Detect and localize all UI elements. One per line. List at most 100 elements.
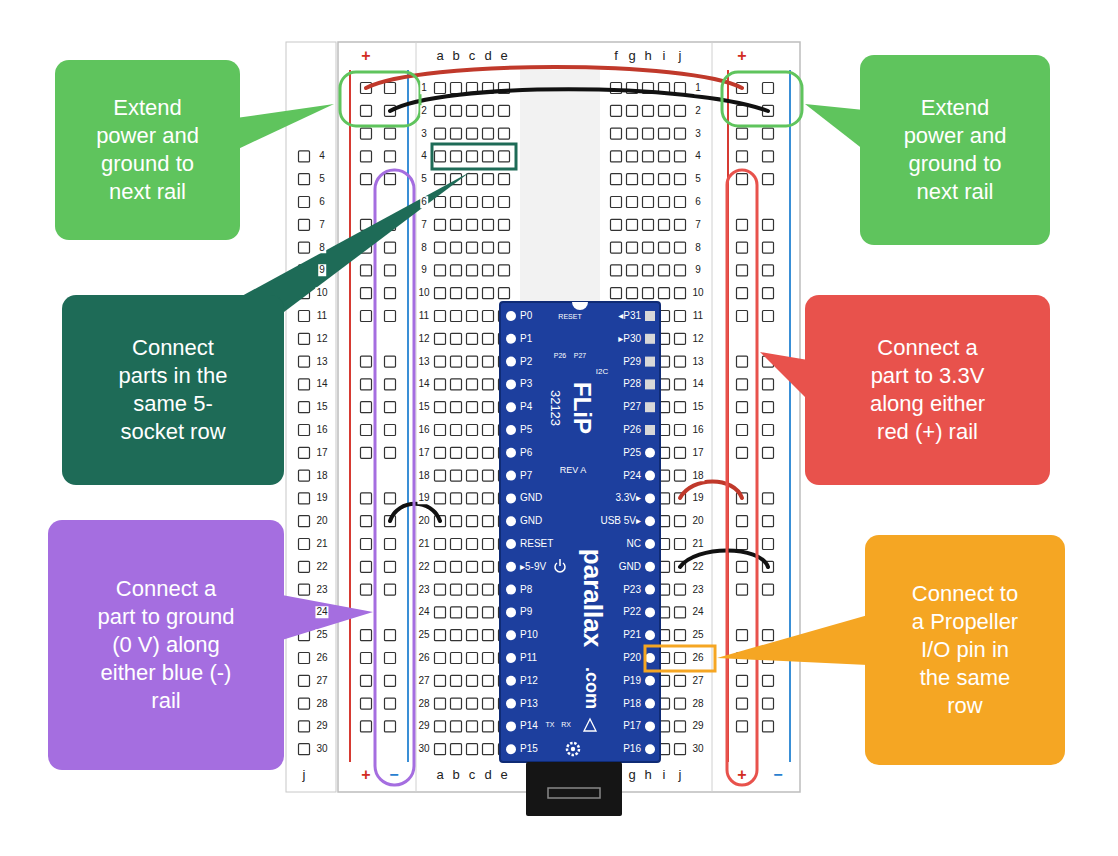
callout-pointer xyxy=(236,104,334,150)
row-number: 16 xyxy=(417,424,430,436)
socket-hole xyxy=(763,425,774,436)
column-letter: c xyxy=(468,49,477,64)
socket-hole xyxy=(299,584,310,595)
column-letter: a xyxy=(435,49,444,64)
header-pad xyxy=(645,402,655,412)
socket-hole xyxy=(763,516,774,527)
socket-hole xyxy=(763,242,774,253)
pin-label: P15 xyxy=(520,743,538,755)
callout-pointer xyxy=(805,104,864,150)
pin-pad xyxy=(506,402,516,412)
socket-hole xyxy=(385,675,396,686)
pin-label: P24 xyxy=(623,470,641,482)
socket-hole xyxy=(451,539,462,550)
rail-highlight xyxy=(722,72,802,126)
socket-hole xyxy=(659,219,670,230)
socket-hole xyxy=(435,675,446,686)
socket-hole xyxy=(435,493,446,504)
socket-hole xyxy=(467,516,478,527)
socket-hole xyxy=(627,105,638,116)
row-number: 11 xyxy=(418,310,430,322)
socket-hole xyxy=(611,128,622,139)
socket-hole xyxy=(451,607,462,618)
socket-hole xyxy=(483,584,494,595)
pin-row-highlight xyxy=(645,646,715,671)
row-number: 24 xyxy=(315,607,328,619)
socket-hole xyxy=(483,242,494,253)
pin-label: P22 xyxy=(623,607,641,619)
socket-hole xyxy=(483,721,494,732)
socket-hole xyxy=(451,516,462,527)
row-number: 23 xyxy=(691,584,704,596)
socket-hole xyxy=(385,561,396,572)
pin-pad xyxy=(645,539,655,549)
warning-symbol xyxy=(584,719,596,731)
socket-hole xyxy=(483,219,494,230)
callout-box: Connect parts in the same 5-socket row xyxy=(62,295,284,485)
socket-hole xyxy=(737,402,748,413)
socket-hole xyxy=(675,219,686,230)
socket-hole xyxy=(299,698,310,709)
socket-hole xyxy=(451,493,462,504)
row-number: 20 xyxy=(315,515,328,527)
socket-hole xyxy=(483,447,494,458)
pin-pad xyxy=(506,471,516,481)
pin-pad xyxy=(506,676,516,686)
socket-hole xyxy=(737,447,748,458)
socket-hole xyxy=(611,151,622,162)
pin-label: GND xyxy=(520,493,542,505)
callout-pointer xyxy=(760,352,808,400)
board-marking: TX xyxy=(546,721,555,729)
socket-hole xyxy=(483,561,494,572)
socket-hole xyxy=(385,379,396,390)
socket-hole xyxy=(385,265,396,276)
socket-hole xyxy=(659,288,670,299)
pin-label: P20 xyxy=(623,652,641,664)
row-number: 26 xyxy=(417,652,430,664)
row-number: 12 xyxy=(691,333,704,345)
row-number: 10 xyxy=(691,287,704,299)
socket-hole xyxy=(451,653,462,664)
socket-hole xyxy=(435,265,446,276)
socket-hole xyxy=(361,721,372,732)
pin-label: RESET xyxy=(520,538,553,550)
socket-hole xyxy=(675,83,686,94)
column-letter: e xyxy=(499,49,508,64)
row-number: 14 xyxy=(315,379,328,391)
socket-hole xyxy=(451,356,462,367)
rail-sign: − xyxy=(773,766,782,784)
pin-pad xyxy=(645,676,655,686)
callout-text: Connect a part to ground (0 V) along eit… xyxy=(96,575,236,715)
socket-hole xyxy=(675,197,686,208)
power-rail-highlight xyxy=(727,170,757,785)
socket-hole xyxy=(451,128,462,139)
socket-hole xyxy=(385,698,396,709)
socket-hole xyxy=(299,675,310,686)
pin-label: P12 xyxy=(520,675,538,687)
socket-hole xyxy=(675,516,686,527)
socket-hole xyxy=(675,607,686,618)
header-pad xyxy=(645,357,655,367)
socket-hole xyxy=(675,447,686,458)
socket-hole xyxy=(385,174,396,185)
socket-hole xyxy=(467,561,478,572)
socket-hole xyxy=(483,607,494,618)
board-marking: 32123 xyxy=(548,390,563,426)
board-logo: FLiP xyxy=(568,382,596,434)
socket-hole xyxy=(737,698,748,709)
socket-hole xyxy=(737,721,748,732)
socket-hole xyxy=(361,630,372,641)
callout-pointer xyxy=(717,615,868,665)
breadboard xyxy=(286,42,800,792)
socket-hole xyxy=(451,83,462,94)
socket-hole xyxy=(675,584,686,595)
socket-hole xyxy=(499,174,510,185)
socket-hole xyxy=(643,288,654,299)
socket-hole xyxy=(737,288,748,299)
pin-pad xyxy=(645,471,655,481)
socket-hole xyxy=(659,197,670,208)
row-number: 8 xyxy=(420,242,428,254)
socket-hole xyxy=(467,356,478,367)
pin-label: P17 xyxy=(623,721,641,733)
socket-hole xyxy=(467,333,478,344)
